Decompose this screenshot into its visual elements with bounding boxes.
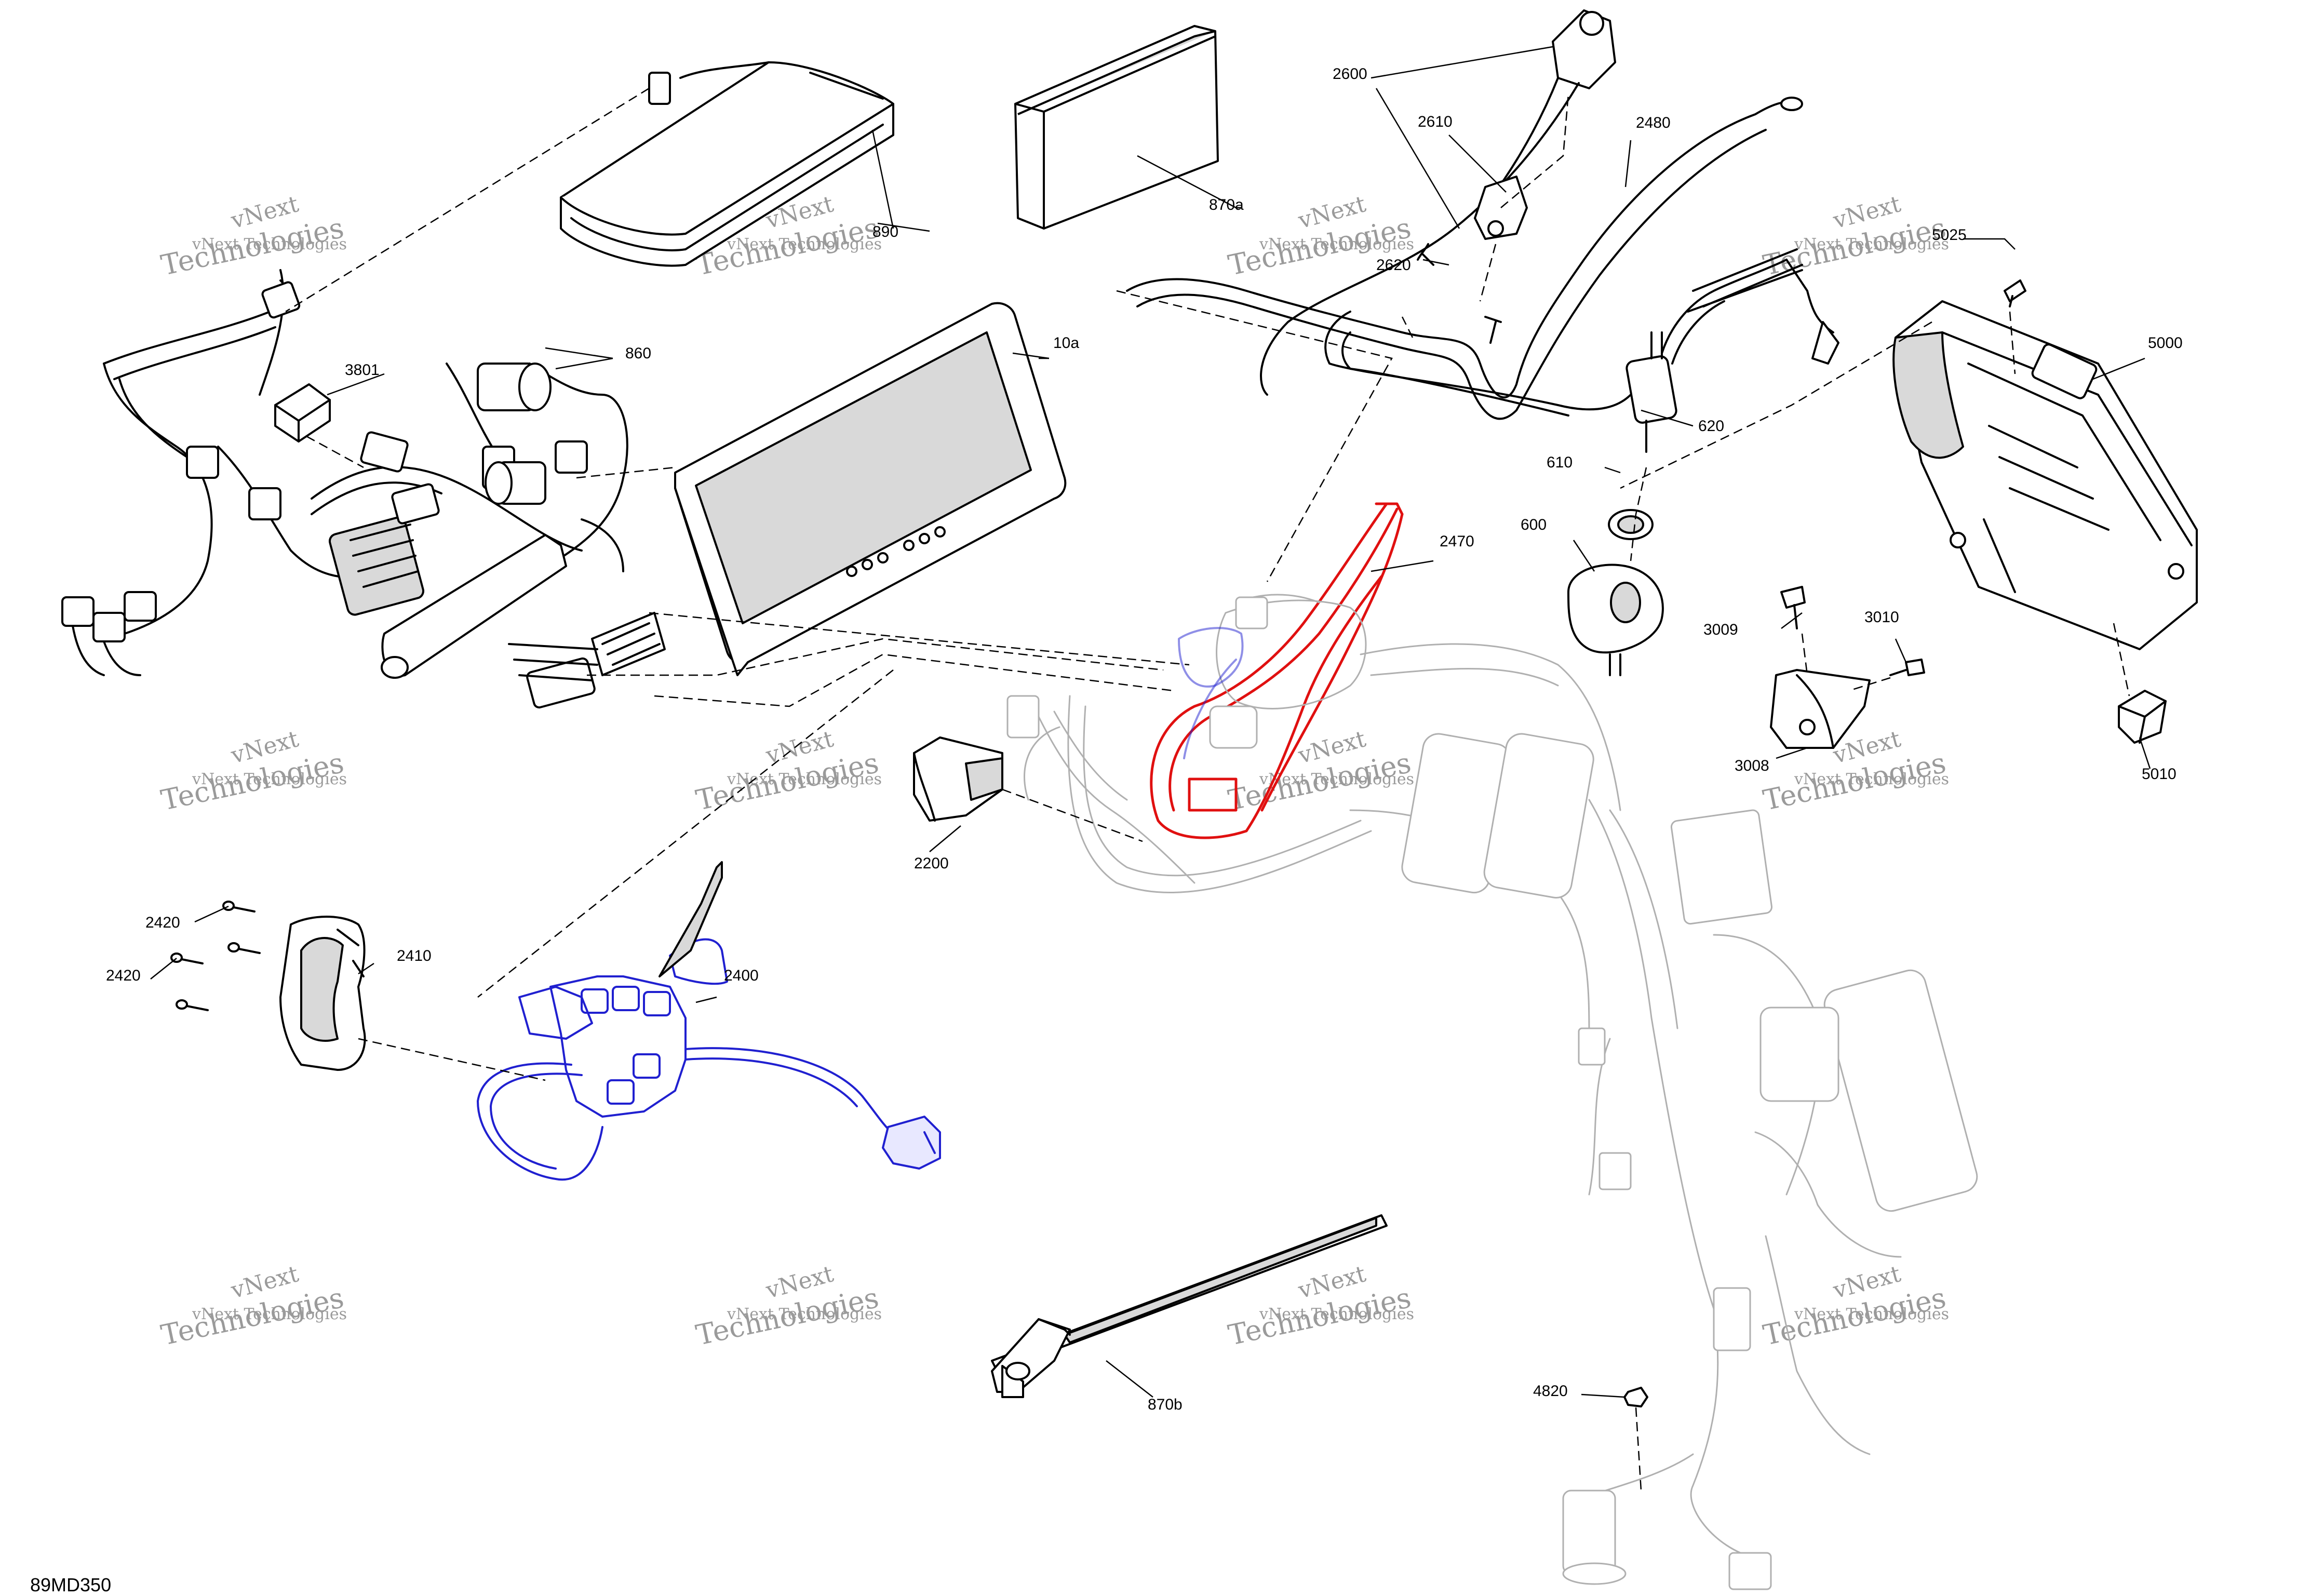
part-870a-pad [1014,25,1219,230]
svg-text:vNext Technologies: vNext Technologies [192,1305,347,1323]
callout-610: 610 [1547,454,1573,471]
part-5025-screw [2004,279,2026,307]
callout-860: 860 [625,345,651,362]
part-2480-harness [1126,97,1803,420]
watermark: vNext vNext Technologies Technologies [693,726,882,817]
part-2200-sensor [913,736,1003,822]
callout-2470: 2470 [1440,533,1474,550]
part-3801-cap [274,383,331,442]
part-610-ring [1608,509,1654,540]
svg-text:vNext Technologies: vNext Technologies [727,235,882,253]
watermark: vNext vNext Technologies Technologies [693,1260,882,1352]
callout-labels: 890 870a 2600 2610 2620 2480 3801 860 10… [106,65,2183,1413]
part-3008-bracket [1770,669,1871,749]
callout-2480: 2480 [1636,114,1671,131]
callout-2420: 2420 [106,967,141,984]
callout-870a: 870a [1209,196,1244,213]
callout-5000: 5000 [2148,334,2183,352]
callout-870b: 870b [1148,1396,1183,1413]
part-10a-display [674,302,1067,676]
figure-id: 89MD350 [30,1574,111,1595]
part-5010-cap [2118,690,2167,744]
callout-890: 890 [872,223,898,240]
part-2400-switch-assembly [477,861,941,1181]
watermark: vNext vNext Technologies Technologies [158,726,347,817]
callout-4820: 4820 [1533,1383,1568,1400]
callout-620: 620 [1698,418,1724,435]
part-870b-cable-tie [991,1214,1388,1398]
callout-2620: 2620 [1376,257,1411,274]
left-wiring-harness [61,269,666,709]
cluster-connector [508,612,666,709]
part-2600-sensor [1260,9,1616,396]
callout-2410: 2410 [397,947,432,964]
svg-text:vNext Technologies: vNext Technologies [1259,770,1414,788]
part-2470-harness [1150,502,1404,839]
watermark: vNext vNext Technologies Technologies [1761,191,1949,282]
part-2620-screws [1417,243,1502,344]
alignment-lines [285,87,2130,1491]
part-2410-housing [279,916,366,1071]
watermark: vNext vNext Technologies Technologies [1761,1260,1949,1352]
callout-2600: 2600 [1333,65,1367,83]
callout-600: 600 [1521,516,1547,533]
part-5000-ecu [1892,300,2198,650]
svg-text:vNext Technologies: vNext Technologies [192,235,347,253]
display-buttons [846,526,946,577]
svg-text:vNext Technologies: vNext Technologies [727,770,882,788]
svg-text:vNext Technologies: vNext Technologies [1794,1305,1949,1323]
part-890-module [560,61,894,267]
part-620-coiled-cord [1626,248,1839,453]
callout-2400: 2400 [724,967,759,984]
callout-2610: 2610 [1418,113,1453,130]
handlebar-switch-ghost [1038,594,1367,884]
svg-text:vNext Technologies: vNext Technologies [1794,235,1949,253]
part-860-connector [477,363,588,505]
watermark: vNext vNext Technologies Technologies [158,1260,347,1352]
part-2420-screws [170,901,261,1011]
callout-3008: 3008 [1735,757,1769,774]
callout-3801: 3801 [345,361,380,379]
callout-2420: 2420 [145,914,180,931]
svg-text:vNext Technologies: vNext Technologies [192,770,347,788]
callout-5010: 5010 [2142,766,2177,783]
callout-3009: 3009 [1703,621,1738,638]
leader-lines [150,46,2151,1398]
part-600-switch [1567,564,1664,676]
watermark: vNext vNext Technologies Technologies [158,191,347,282]
svg-text:vNext Technologies: vNext Technologies [727,1305,882,1323]
svg-text:vNext Technologies: vNext Technologies [1794,770,1949,788]
part-3010-bolt [1889,659,1925,676]
callout-10a: 10a [1053,334,1079,352]
main-wiring-harness [1006,643,1978,1590]
callout-5025: 5025 [1932,226,1967,244]
svg-text:vNext Technologies: vNext Technologies [1259,235,1414,253]
svg-text:vNext Technologies: vNext Technologies [1259,1305,1414,1323]
part-4820-nut [1623,1387,1648,1407]
callout-2200: 2200 [914,855,949,872]
part-3009-bolt [1780,586,1806,629]
callout-3010: 3010 [1864,609,1899,626]
